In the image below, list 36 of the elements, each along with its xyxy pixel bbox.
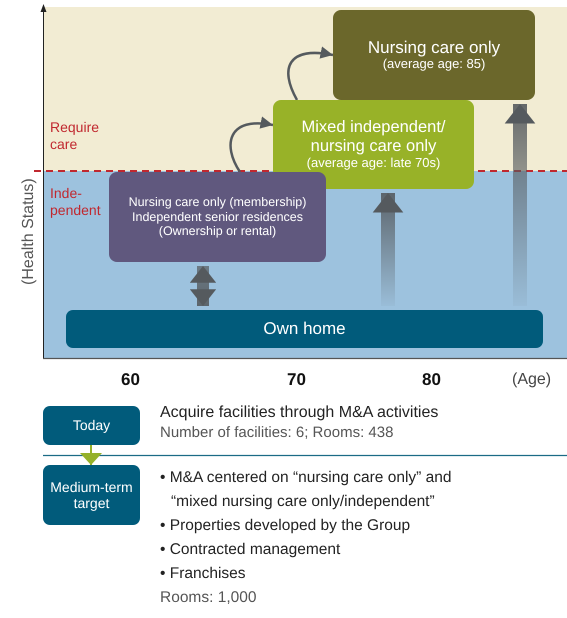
box-text: Mixed independent/ nursing care only — [300, 118, 447, 156]
arrow — [229, 117, 274, 173]
detail-text: Rooms: 1,000 — [160, 588, 258, 608]
arrow — [504, 104, 536, 306]
box-text: Nursing care only — [368, 38, 500, 58]
stage-box — [43, 406, 140, 445]
bullet-item: • M&A centered on “nursing care only” and “mixed nursing care only/independent” — [160, 468, 452, 512]
stage-box — [43, 465, 140, 525]
box-text: Independent senior residences — [132, 210, 303, 224]
zone-label: Inde- pendent — [50, 185, 102, 219]
axis-tick-label: 60 — [121, 370, 140, 390]
bullet-item: • Franchises — [160, 564, 247, 584]
detail-text: Number of facilities: 6; Rooms: 438 — [160, 424, 394, 443]
box-text: (Ownership or rental) — [158, 224, 276, 239]
axis-tick-label: 70 — [287, 370, 306, 390]
facility-box — [109, 172, 326, 262]
arrow — [372, 193, 404, 306]
arrow — [80, 445, 102, 465]
facility-box — [273, 100, 474, 189]
bullet-item: • Contracted management — [160, 540, 342, 560]
axis-tick-label: 80 — [422, 370, 441, 390]
box-text: Nursing care only (membership) — [128, 195, 306, 210]
box-text: (average age: late 70s) — [306, 156, 440, 171]
arrow — [287, 46, 334, 101]
axis-title: (Health Status) — [18, 178, 38, 285]
box-text: Today — [72, 417, 110, 434]
facility-box — [333, 10, 535, 100]
bullet-item: • Properties developed by the Group — [160, 516, 412, 536]
description-text: Acquire facilities through M&A activities — [160, 403, 438, 423]
facility-box — [66, 310, 543, 348]
box-text: Medium-term target — [49, 478, 134, 512]
box-text: (average age: 85) — [382, 57, 486, 72]
arrow — [190, 266, 216, 306]
axis-tick-label: (Age) — [512, 370, 552, 390]
zone-label: Require care — [50, 119, 100, 153]
box-text: Own home — [263, 319, 346, 339]
